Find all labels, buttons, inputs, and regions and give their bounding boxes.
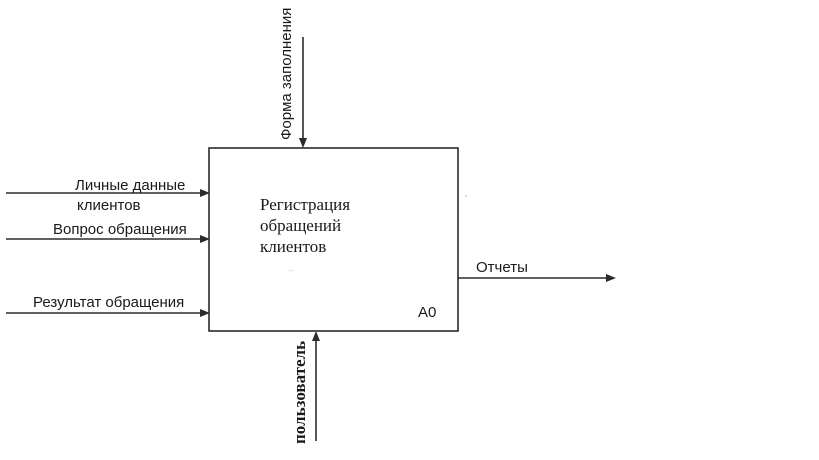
- input-arrow-request-question: [6, 235, 210, 243]
- input-arrow-request-result: [6, 309, 210, 317]
- control-label: Форма заполнения: [278, 8, 295, 140]
- function-title-line-3: клиентов: [260, 237, 326, 256]
- function-title-line-1: Регистрация: [260, 195, 350, 214]
- output-label: Отчеты: [476, 259, 528, 276]
- input-label-client-data-line-2: клиентов: [77, 197, 141, 214]
- mechanism-arrow: [312, 331, 320, 441]
- output-arrow: [458, 274, 616, 282]
- input-label-client-data-line-1: Личные данные: [75, 177, 185, 194]
- input-arrow-client-data: [6, 189, 210, 197]
- control-arrow: [299, 37, 307, 148]
- mechanism-label: пользователь: [290, 341, 309, 444]
- scan-dot: [289, 270, 293, 271]
- node-id: A0: [418, 304, 436, 321]
- scan-dot: [465, 195, 467, 197]
- function-box: [208, 147, 459, 332]
- input-label-request-question: Вопрос обращения: [53, 221, 187, 238]
- input-label-request-result: Результат обращения: [33, 294, 184, 311]
- function-title-line-2: обращений: [260, 216, 341, 235]
